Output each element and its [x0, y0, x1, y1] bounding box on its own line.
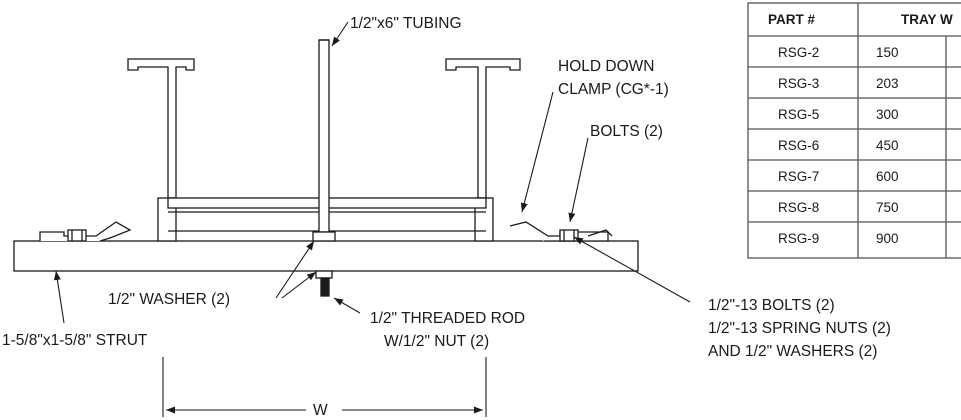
- table-cell-width: 203: [876, 76, 899, 91]
- table-cell-width: 300: [876, 107, 899, 122]
- bolts-leader: [568, 137, 589, 223]
- washer-leader-1: [275, 240, 315, 299]
- threaded-rod-stub: [320, 277, 330, 297]
- left-rail-base: [157, 197, 177, 242]
- right-hold-down-clamp: [509, 221, 609, 242]
- top-nut: [312, 231, 336, 242]
- table-cell-part: RSG-3: [778, 76, 819, 91]
- hold-down-label-2: CLAMP (CG*-1): [558, 81, 669, 98]
- clamp-leader: [520, 91, 554, 213]
- table-cell-width: 150: [876, 45, 899, 60]
- hardware-label-2: 1/2"-13 SPRING NUTS (2): [708, 320, 891, 337]
- table-cell-part: RSG-7: [778, 169, 819, 184]
- hardware-leader: [573, 236, 691, 303]
- tubing-label: 1/2"x6" TUBING: [350, 15, 462, 32]
- table-cell-part: RSG-2: [778, 45, 819, 60]
- table-cell-part: RSG-8: [778, 200, 819, 215]
- table-cell-width: 450: [876, 138, 899, 153]
- hold-down-label-1: HOLD DOWN: [558, 58, 654, 75]
- left-hold-down-clamp: [39, 221, 132, 242]
- part-table: PART # TRAY W RSG-2 150 RSG-3 203 RSG-5 …: [747, 2, 961, 259]
- dimension-w-label: W: [313, 402, 328, 419]
- bolts-label: BOLTS (2): [590, 123, 663, 140]
- table-header-width: TRAY W: [901, 12, 953, 27]
- washer-leader-2: [281, 271, 317, 299]
- threaded-rod-label-1: 1/2" THREADED ROD: [370, 310, 525, 327]
- table-cell-width: 750: [876, 200, 899, 215]
- threaded-rod-label-2: W/1/2" NUT (2): [384, 333, 489, 350]
- threaded-rod-leader: [333, 297, 361, 314]
- tubing: [318, 39, 330, 233]
- bottom-washer: [315, 270, 333, 279]
- left-bolt: [67, 229, 87, 242]
- washer-label: 1/2" WASHER (2): [108, 291, 230, 308]
- right-bolt: [559, 229, 579, 242]
- hardware-label-1: 1/2"-13 BOLTS (2): [708, 297, 835, 314]
- hardware-label-3: AND 1/2" WASHERS (2): [708, 343, 877, 360]
- table-cell-part: RSG-6: [778, 138, 819, 153]
- tubing-leader: [331, 21, 349, 47]
- strut-leader: [53, 270, 65, 324]
- table-header-part: PART #: [768, 12, 815, 27]
- table-cell-part: RSG-9: [778, 231, 819, 246]
- strut-channel: [13, 240, 639, 272]
- table-cell-part: RSG-5: [778, 107, 819, 122]
- right-tray-rail: [445, 58, 521, 199]
- table-cell-width: 900: [876, 231, 899, 246]
- strut-label: 1-5/8"x1-5/8" STRUT: [2, 332, 148, 349]
- table-cell-width: 600: [876, 169, 899, 184]
- left-tray-rail: [127, 58, 195, 199]
